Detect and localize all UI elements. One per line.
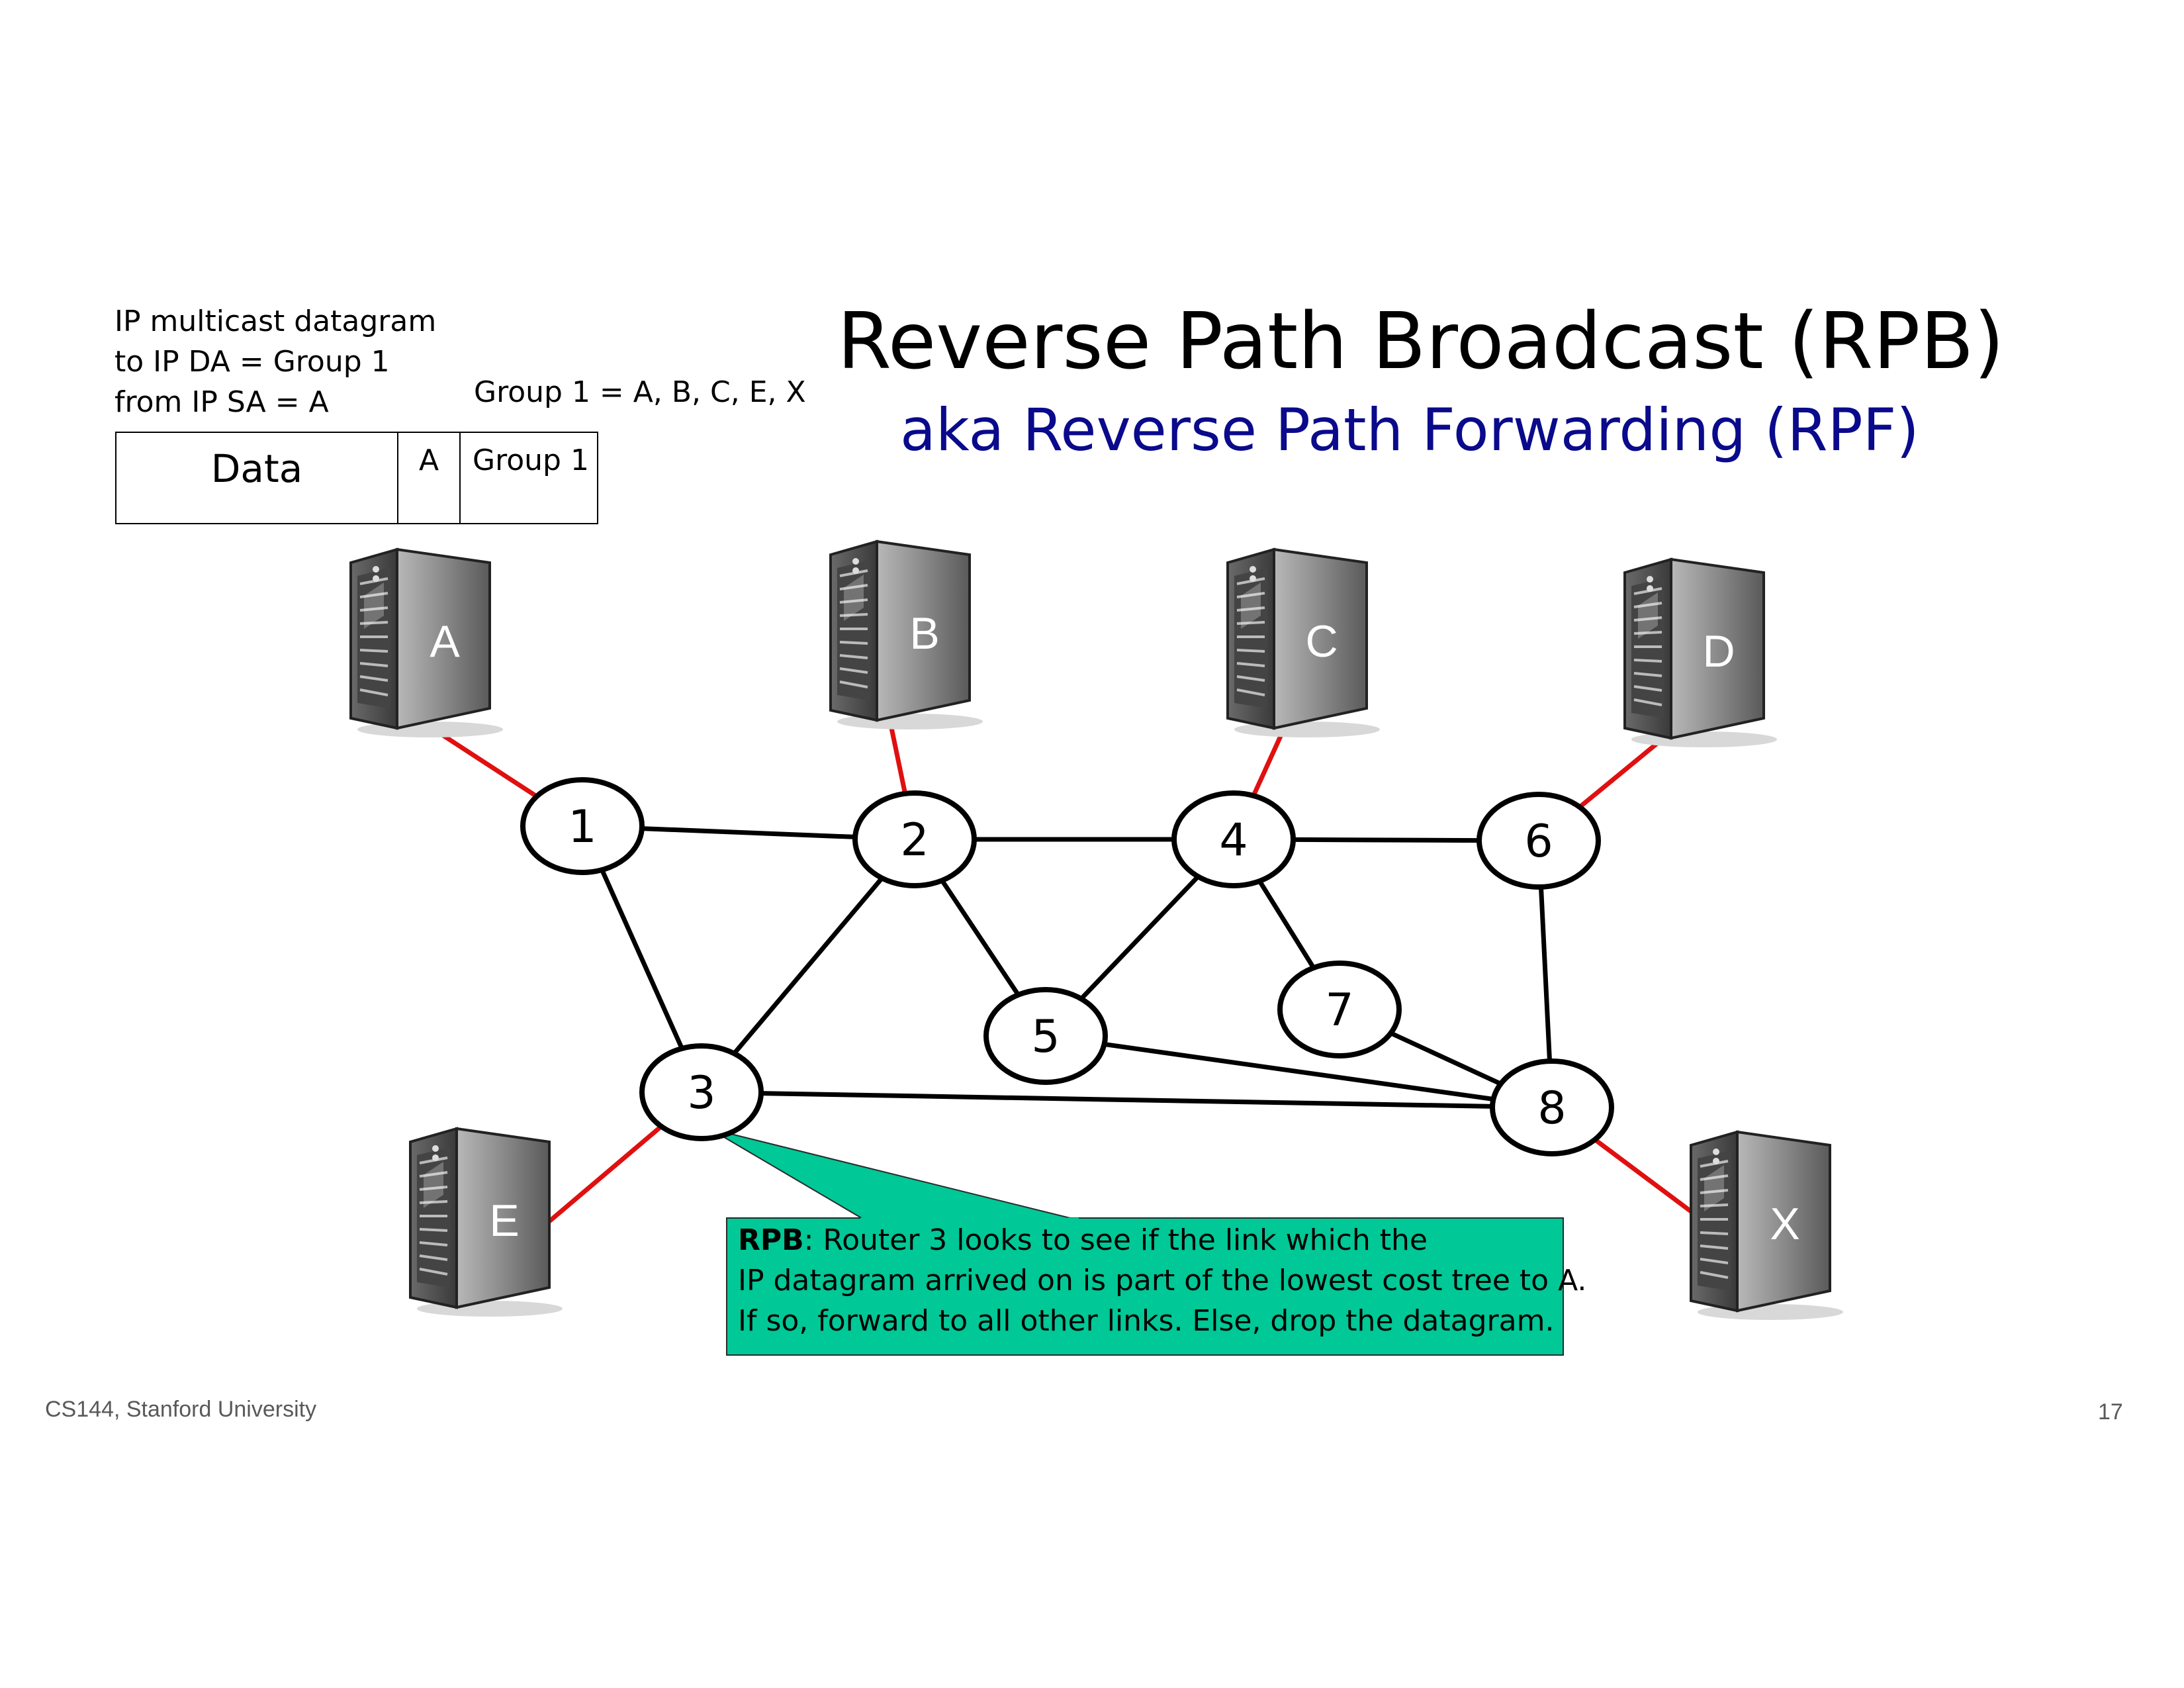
server-icon [1226, 548, 1381, 739]
routers-layer: 1 2 3 4 5 6 7 8 [520, 777, 1614, 1156]
router-label: 7 [1325, 984, 1353, 1037]
server-icon [829, 540, 984, 731]
link-2-3 [700, 837, 917, 1094]
router-7: 7 [1277, 961, 1402, 1058]
router-node [852, 790, 977, 888]
datagram-line-1: IP multicast datagram [114, 305, 437, 338]
router-1: 1 [520, 777, 645, 875]
host-d: D [1623, 558, 1778, 749]
router-label: 6 [1524, 816, 1553, 868]
server-icon [349, 548, 504, 739]
slide-subtitle: aka Reverse Path Forwarding (RPF) [900, 396, 1919, 464]
packet-source-field: A [398, 433, 461, 523]
router-label: 5 [1031, 1011, 1060, 1063]
callout-bold-label: RPB [738, 1223, 804, 1257]
router-2: 2 [852, 790, 977, 888]
footer-course: CS144, Stanford University [45, 1397, 317, 1422]
link-5-8 [1045, 1033, 1553, 1110]
server-icon [409, 1127, 564, 1318]
router-label: 3 [687, 1067, 715, 1119]
callout-line-3: If so, forward to all other links. Else,… [738, 1304, 1555, 1338]
router-node [1171, 790, 1296, 888]
datagram-description: IP multicast datagram to IP DA = Group 1… [114, 301, 436, 422]
host-label: A [430, 616, 460, 667]
router-label: 4 [1219, 814, 1248, 867]
router-6: 6 [1477, 792, 1601, 890]
footer-page-number: 17 [2098, 1399, 2123, 1425]
server-icon [1690, 1131, 1844, 1321]
hosts-layer: A B C D E X [349, 540, 1844, 1321]
router-node [983, 987, 1108, 1085]
packet-data-field: Data [116, 433, 398, 523]
datagram-line-2: to IP DA = Group 1 [114, 345, 390, 379]
router-label: 8 [1537, 1082, 1566, 1135]
router-label: 1 [568, 801, 596, 853]
group-membership: Group 1 = A, B, C, E, X [474, 375, 806, 409]
router-8: 8 [1490, 1058, 1614, 1156]
packet-group-field: Group 1 [473, 444, 589, 477]
host-b: B [829, 540, 984, 731]
router-3: 3 [639, 1043, 764, 1141]
host-label: C [1305, 616, 1338, 667]
host-label: D [1702, 626, 1735, 677]
router-node [1490, 1058, 1614, 1156]
slide-title: Reverse Path Broadcast (RPB) [837, 295, 2005, 387]
server-icon [1623, 558, 1778, 749]
router-node [1277, 961, 1402, 1058]
callout-line-1-text: : Router 3 looks to see if the link whic… [803, 1223, 1428, 1257]
router-node [639, 1043, 764, 1141]
datagram-line-3: from IP SA = A [114, 385, 329, 419]
callout-text: RPB: Router 3 looks to see if the link w… [738, 1220, 1586, 1341]
callout-line-2: IP datagram arrived on is part of the lo… [738, 1264, 1587, 1297]
router-5: 5 [983, 987, 1108, 1085]
router-node [520, 777, 645, 875]
router-label: 2 [900, 814, 929, 867]
callout-box [709, 1128, 1564, 1356]
host-e: E [409, 1127, 564, 1318]
host-label: E [489, 1196, 519, 1246]
router-4: 4 [1171, 790, 1296, 888]
host-label: X [1770, 1199, 1799, 1249]
packet-header-diagram: Data A Group 1 [115, 432, 598, 524]
callout-line-1: RPB: Router 3 looks to see if the link w… [738, 1220, 1586, 1260]
link-3-8 [701, 1090, 1553, 1110]
host-c: C [1226, 548, 1381, 739]
host-x: X [1690, 1131, 1844, 1321]
host-a: A [349, 548, 504, 739]
host-label: B [909, 608, 939, 659]
router-node [1477, 792, 1601, 890]
